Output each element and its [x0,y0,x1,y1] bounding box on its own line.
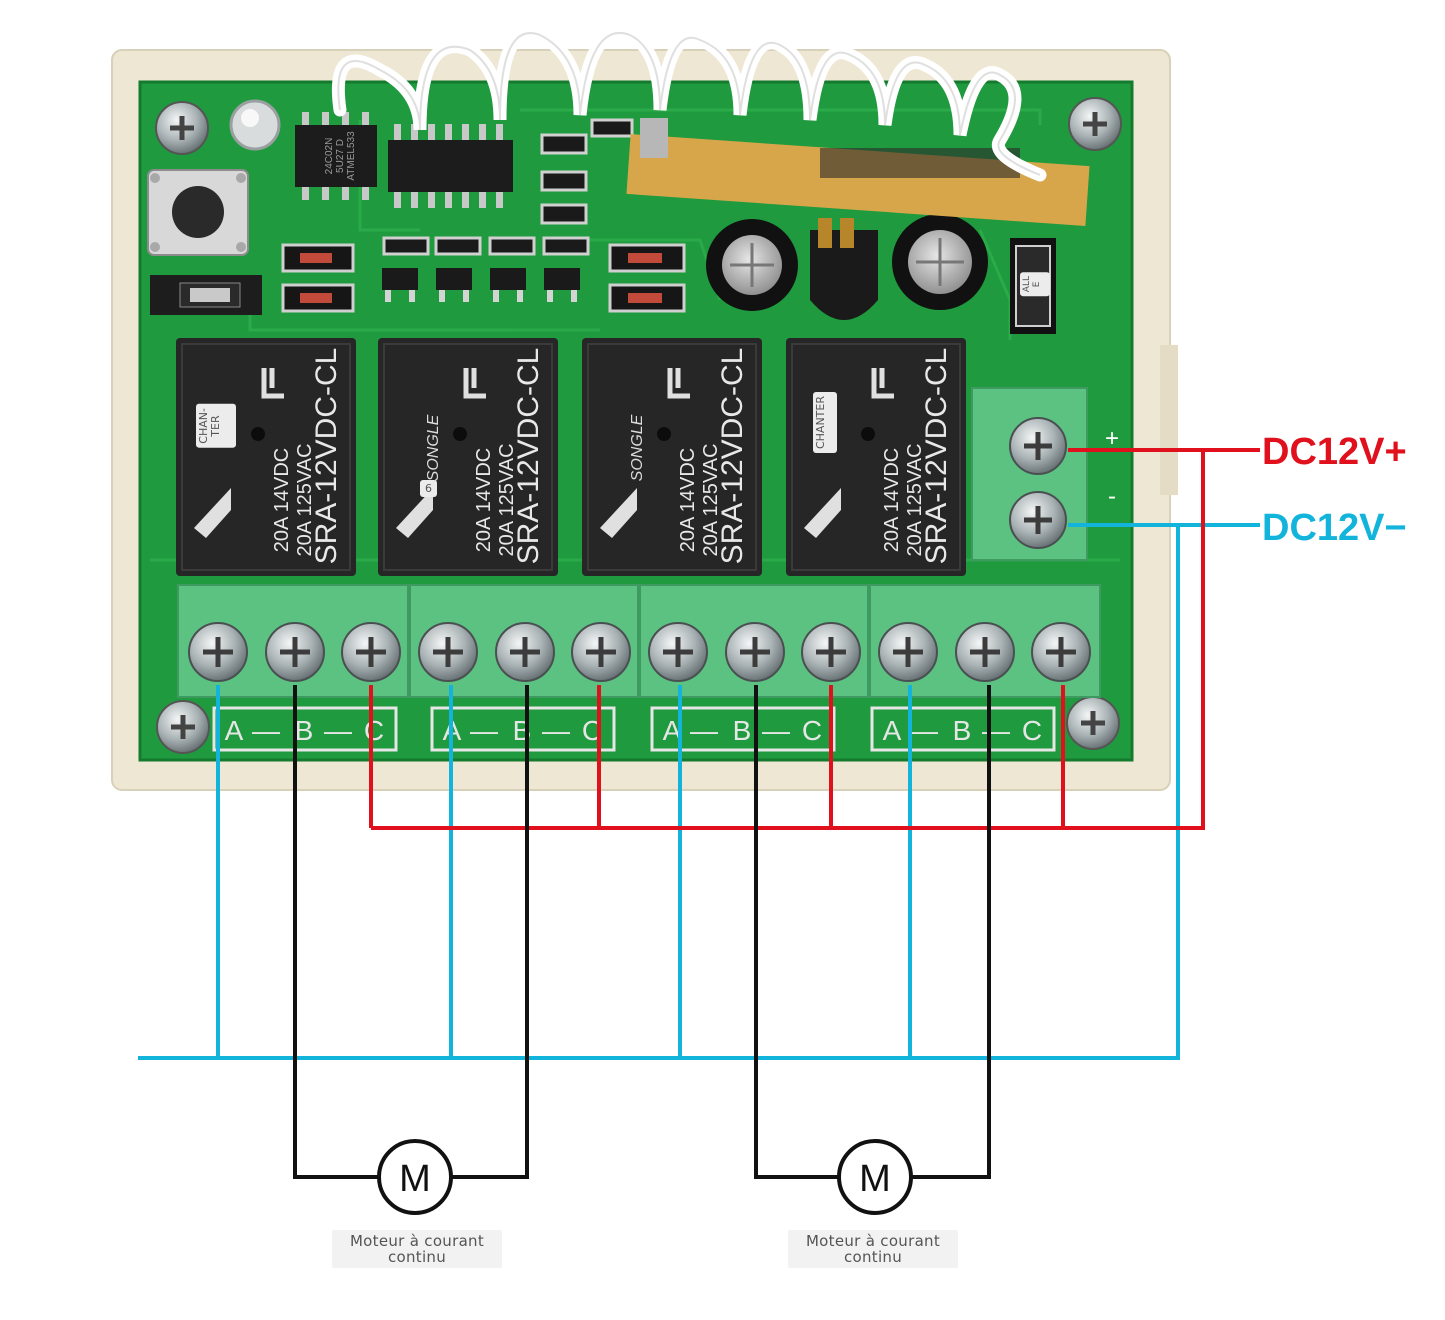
terminal-label-dash1: — [470,715,498,746]
terminal-screw-11 [955,622,1015,682]
terminal-label-c: C [1022,715,1042,746]
terminal-minus-mark: - [1108,483,1116,510]
relay-logo-icon [396,488,433,538]
terminal-label-a: A [225,715,244,746]
terminal-label-group-3: A — B — C [650,706,836,752]
relay-rating-2: 20A 125VAC [904,443,926,556]
terminal-label-dash2: — [324,715,352,746]
motor-1: M [377,1139,453,1215]
relay-brand: SONGLE [425,414,442,481]
terminal-screw-8 [725,622,785,682]
relay-rating-1: 20A 14VDC [881,448,903,553]
motor-2: M [837,1139,913,1215]
relay1-overlay-tag: CHAN- TER [196,404,236,448]
terminal-label-b: B [733,715,752,746]
dc-minus-label: DC12V− [1262,507,1407,549]
motor-symbol: M [859,1158,891,1200]
terminal-label-dash2: — [762,715,790,746]
ul-mark-icon [463,368,486,399]
jumper-overlay-tag: ALL E [1020,272,1050,297]
terminal-screw-6 [571,622,631,682]
relay-logo-icon [600,488,637,538]
relay-logo-icon [804,488,841,538]
output-terminal-blocks [177,584,1101,698]
terminal-screw-1 [188,622,248,682]
terminal-screw-10 [878,622,938,682]
motor-2-wire-left [754,685,838,1179]
ul-mark-icon [667,368,690,399]
motor-symbol: M [399,1158,431,1200]
transistors [382,268,580,302]
jumper-header [150,275,262,315]
terminal-label-b: B [953,715,972,746]
terminal-plus-mark: + [1105,425,1119,452]
terminal-screw-12 [1031,622,1091,682]
relay-rating-2: 20A 125VAC [294,443,316,556]
relay4-overlay-tag: CHANTER [813,392,837,454]
relay-rating-1: 20A 14VDC [677,448,699,553]
motor-2-wire-right [912,685,991,1179]
terminal-label-group-2: A—B—C [430,706,616,752]
terminal-screw-5 [495,622,555,682]
terminal-label-a: A [883,715,902,746]
terminal-screw-9 [801,622,861,682]
motor-1-wire-right [452,685,529,1179]
relay-rating-2: 20A 125VAC [700,443,722,556]
terminal-label-c: C [802,715,822,746]
relay-rating-1: 20A 14VDC [473,448,495,553]
terminal-label-dash2: — [982,715,1010,746]
decoder-chip [388,124,513,208]
terminal-screw-3 [341,622,401,682]
relay-logo-icon [194,488,231,538]
enclosure-tab [1160,345,1178,495]
dc-plus-label: DC12V+ [1262,431,1407,473]
terminal-label-dash1: — [252,715,280,746]
capacitors [706,214,988,311]
terminal-label-dash1: — [910,715,938,746]
motor-2-caption: Moteur à courant continu [788,1230,958,1268]
terminal-label-group-4: A — B — C [870,706,1056,752]
ul-mark-icon [261,368,284,399]
terminal-label-dash1: — [690,715,718,746]
relay-brand: SONGLE [629,414,646,481]
terminal-screw-7 [648,622,708,682]
relay2-overlay-tag: 6 [420,480,437,497]
learn-button [147,169,249,256]
supply-bus-wire [371,450,1205,830]
chip-marking: 24C02N5U27 DATMEL533 [324,131,357,181]
relay-model: SRA-12VDC-CL [512,348,545,565]
corner-screws [155,97,1122,754]
wiring [138,448,1260,1179]
relay-model: SRA-12VDC-CL [716,348,749,565]
eeprom-chip: 24C02N5U27 DATMEL533 [295,112,377,200]
relay-rating-1: 20A 14VDC [271,448,293,553]
terminal-label-c: C [364,715,384,746]
motor-1-wire-left [293,685,380,1179]
terminal-label-a: A [663,715,682,746]
terminal-screw-4 [418,622,478,682]
terminal-label-dash2: — [542,715,570,746]
diodes [281,243,686,313]
terminal-label-b: B [295,715,314,746]
relay-model: SRA-12VDC-CL [920,348,953,565]
terminal-label-group-1: A — B — C [212,706,398,752]
rf-receiver-module [626,118,1090,226]
motor-1-caption: Moteur à courant continu [332,1230,502,1268]
ul-mark-icon [871,368,894,399]
relay-model: SRA-12VDC-CL [310,348,343,565]
common-bus-wire [138,525,1180,1060]
voltage-regulator [810,218,878,320]
power-terminal-block [971,387,1088,561]
smd-resistors [382,118,634,256]
terminal-screw-2 [265,622,325,682]
relay-rating-2: 20A 125VAC [496,443,518,556]
